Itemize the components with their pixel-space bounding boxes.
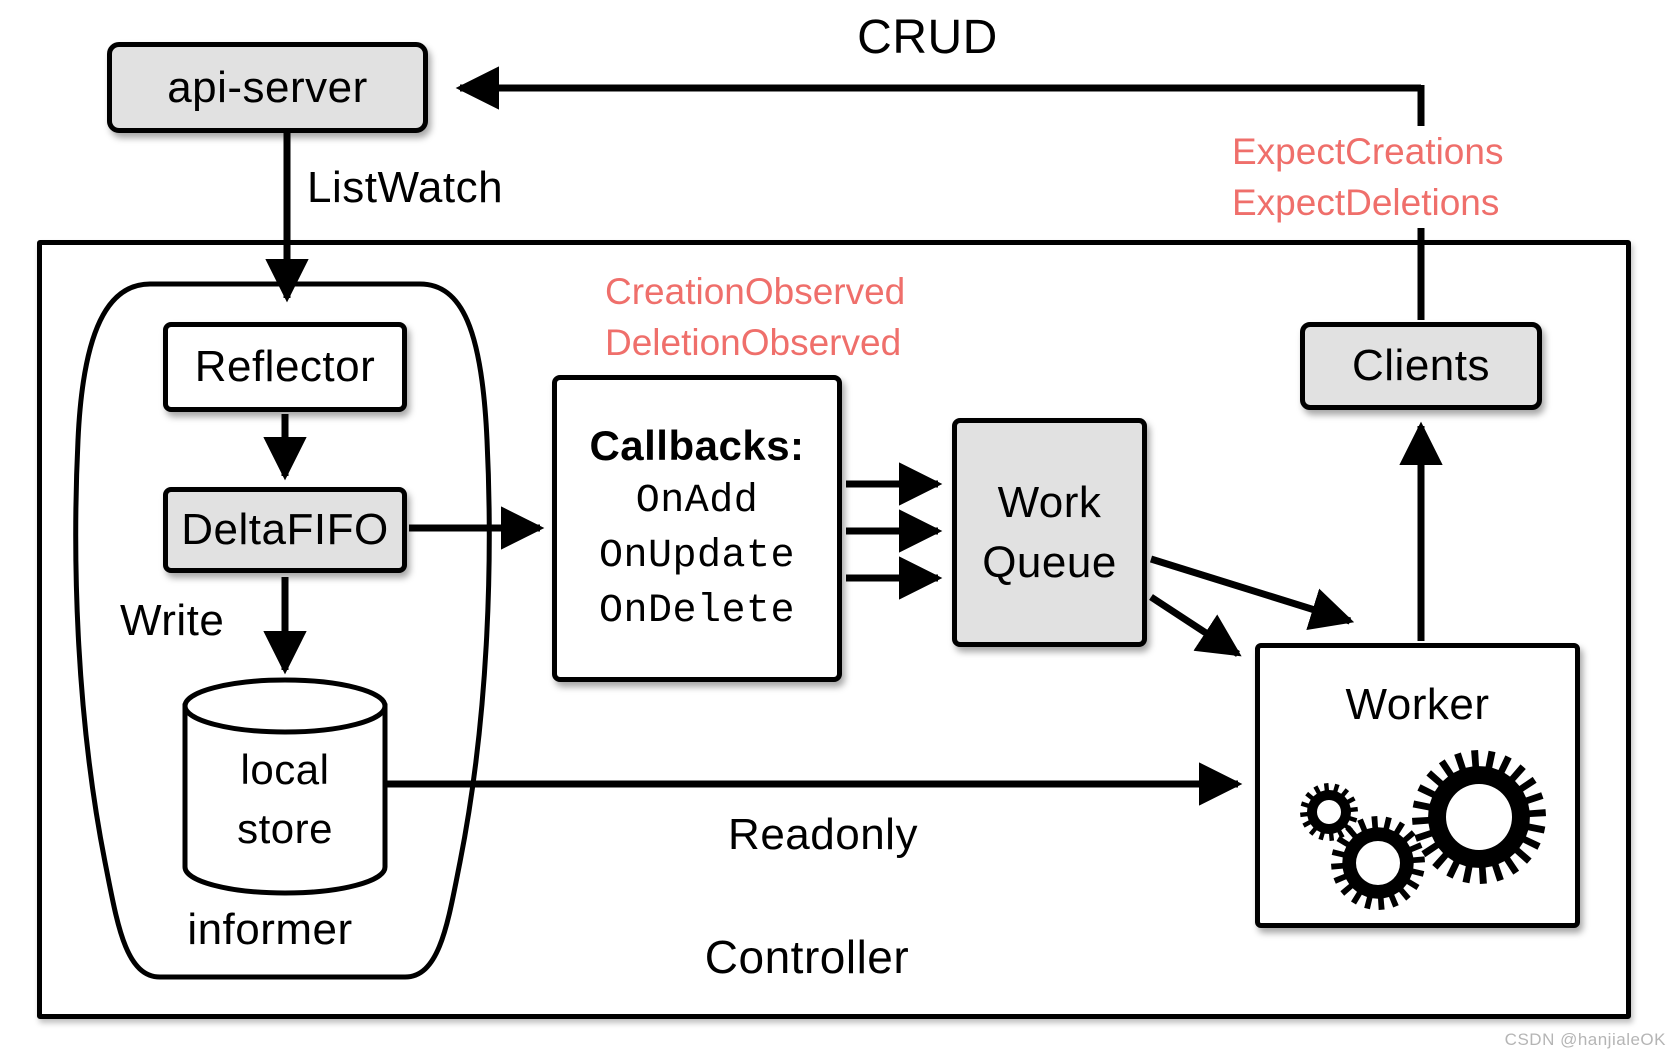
- arrow-workqueue-to-worker-side: [1149, 594, 1242, 657]
- worker-label: Worker: [1345, 680, 1490, 729]
- callbacks-item-onupdate: OnUpdate: [598, 534, 796, 579]
- expect-creations-text: ExpectCreations: [1232, 131, 1504, 172]
- reflector-node: Reflector: [163, 322, 407, 412]
- clients-node: Clients: [1300, 322, 1542, 410]
- work-queue-node: Work Queue: [952, 418, 1147, 647]
- write-edge-label: Write: [120, 596, 225, 645]
- observed-annotation: CreationObserved DeletionObserved: [605, 266, 906, 368]
- deltafifo-label: DeltaFIFO: [181, 505, 389, 554]
- readonly-edge-label: Readonly: [728, 810, 918, 859]
- local-store-label-line1: local: [240, 746, 330, 793]
- gears-icon: [1300, 750, 1546, 910]
- work-queue-label-line1: Work: [997, 477, 1102, 527]
- callbacks-item-ondelete: OnDelete: [598, 589, 796, 634]
- deletion-observed-text: DeletionObserved: [605, 322, 902, 363]
- local-store-label-line2: store: [237, 805, 333, 852]
- callbacks-item-onadd: OnAdd: [635, 479, 759, 524]
- local-store-cylinder-top: [182, 677, 388, 735]
- watermark-text: CSDN @hanjialeOK: [1504, 1030, 1666, 1049]
- expectations-annotation: ExpectCreations ExpectDeletions: [1232, 126, 1504, 228]
- local-store-cylinder-body: [182, 703, 388, 896]
- controller-label: Controller: [704, 931, 910, 983]
- creation-observed-text: CreationObserved: [605, 271, 906, 312]
- callbacks-title: Callbacks:: [589, 422, 805, 469]
- api-server-node: api-server: [107, 42, 428, 133]
- controller-container-box: [37, 240, 1631, 1019]
- callbacks-node: Callbacks: OnAdd OnUpdate OnDelete: [552, 375, 842, 682]
- work-queue-label-line2: Queue: [982, 537, 1117, 587]
- crud-edge-label: CRUD: [857, 11, 998, 64]
- informer-label: informer: [187, 905, 353, 954]
- worker-node: Worker: [1255, 643, 1580, 928]
- arrow-workqueue-to-worker-top: [1149, 555, 1355, 631]
- expect-deletions-text: ExpectDeletions: [1232, 182, 1500, 223]
- deltafifo-node: DeltaFIFO: [163, 487, 407, 573]
- local-store-label: local store: [185, 740, 385, 858]
- reflector-label: Reflector: [194, 342, 376, 391]
- listwatch-edge-label: ListWatch: [307, 163, 504, 212]
- clients-label: Clients: [1352, 341, 1490, 390]
- api-server-label: api-server: [167, 62, 368, 112]
